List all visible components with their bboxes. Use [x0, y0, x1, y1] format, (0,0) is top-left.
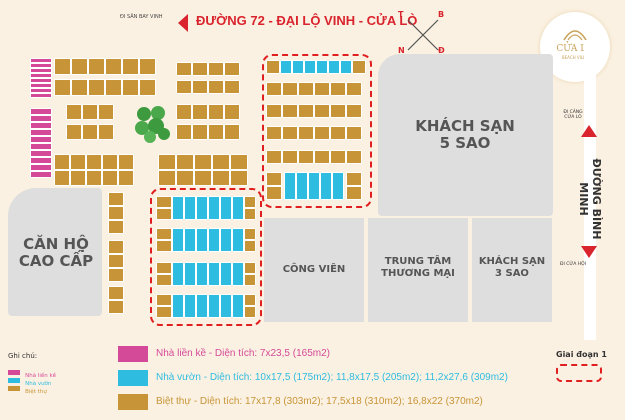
park-label: CÔNG VIÊN — [282, 264, 346, 275]
hoi-label: ĐI CỬA HỘI — [559, 262, 586, 267]
compass-n: N — [398, 46, 405, 55]
map-title: ĐƯỜNG 72 - ĐẠI LỘ VINH - CỬA LÒ — [196, 13, 418, 28]
hotel5-label-line1: KHÁCH SẠN — [415, 117, 515, 135]
arrow-up-icon — [581, 125, 597, 137]
note-gold: Biệt thự — [8, 378, 47, 397]
legend-pink-text: Nhà liền kề - Diện tích: 7x23,5 (165m2) — [156, 348, 330, 359]
legend-pink-swatch — [118, 346, 148, 362]
hotel5-area — [378, 54, 553, 216]
port-label-line1: ĐI CẢNG — [563, 110, 583, 115]
legend-gold-text: Biệt thự - Diện tích: 17x17,8 (303m2); 1… — [156, 396, 483, 407]
hotel5-label-line2: 5 SAO — [439, 134, 491, 153]
apartment-label-line2: CAO CẤP — [18, 252, 94, 271]
hotel3-label-line1: KHÁCH SẠN — [478, 256, 546, 267]
note-blue: Nhà vườn — [8, 370, 51, 389]
binh-minh-road-label: ĐƯỜNG BÌNH MINH — [577, 158, 603, 240]
port-label: ĐI CẢNG CỬA LÒ — [558, 110, 588, 120]
tree-park-icon — [132, 104, 172, 144]
arrow-down-icon — [581, 246, 597, 258]
note-gold-swatch — [8, 386, 20, 391]
port-label-line2: CỬA LÒ — [564, 115, 582, 121]
hotel3-label: KHÁCH SẠN 3 SAO — [472, 256, 552, 279]
hotel3-area — [472, 218, 552, 322]
apartment-area — [8, 188, 102, 316]
arrow-left-icon — [178, 14, 188, 32]
hotel3-label-line2: 3 SAO — [495, 267, 529, 279]
compass-b: B — [438, 10, 445, 19]
phase1-zone-upper — [262, 54, 372, 208]
airport-label: ĐI SÂN BAY VINH — [120, 14, 163, 20]
mall-label-line2: THƯƠNG MẠI — [381, 267, 455, 279]
park-area — [264, 218, 364, 322]
apartment-label-line1: CĂN HỘ — [23, 235, 89, 253]
compass-t: T — [398, 10, 404, 19]
note-gold-text: Biệt thự — [25, 389, 47, 395]
note-pink: Nhà liền kề — [8, 362, 56, 381]
compass-d: Đ — [438, 46, 445, 55]
mall-label: TRUNG TÂM THƯƠNG MẠI — [368, 256, 468, 279]
note-pink-swatch — [8, 370, 20, 375]
logo-sub: BEACH VILLA — [561, 55, 589, 60]
logo-name: CỬA LÒ — [556, 44, 594, 54]
note-pink-text: Nhà liền kề — [25, 373, 57, 379]
phase-legend-box — [556, 364, 602, 382]
mall-area — [368, 218, 468, 322]
logo-mark-icon — [563, 30, 587, 41]
phase1-zone-lower — [150, 188, 262, 326]
binh-minh-road — [584, 40, 596, 340]
notes-title: Ghi chú: — [8, 352, 38, 360]
legend-gold-swatch — [118, 394, 148, 410]
note-blue-text: Nhà vườn — [25, 381, 52, 387]
hotel5-label: KHÁCH SẠN 5 SAO — [400, 117, 530, 153]
phase-label: Giai đoạn 1 — [556, 350, 607, 359]
legend-blue-text: Nhà vườn - Diện tích: 10x17,5 (175m2); 1… — [156, 372, 508, 383]
note-blue-swatch — [8, 378, 20, 383]
apartment-label: CĂN HỘ CAO CẤP — [14, 235, 98, 271]
mall-label-line1: TRUNG TÂM — [384, 256, 452, 267]
legend-blue-swatch — [118, 370, 148, 386]
